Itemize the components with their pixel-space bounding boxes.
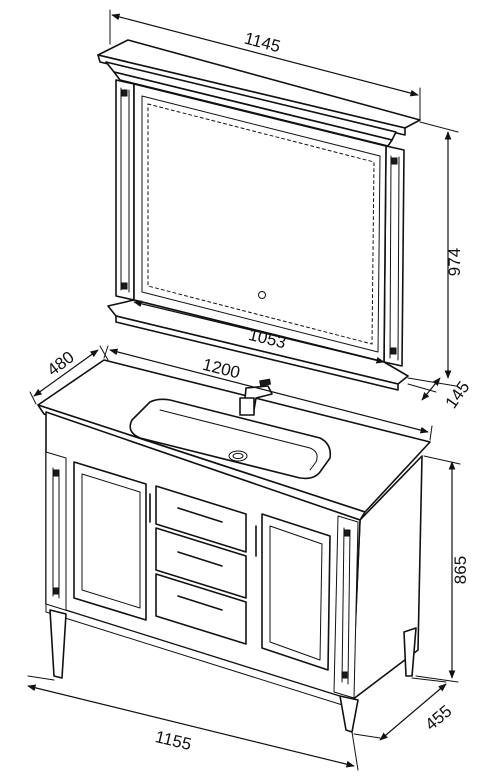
cabinet-width-label: 1155 — [153, 727, 193, 754]
mirror-depth-label: 145 — [442, 378, 474, 412]
dimension-mirror-height: 974 — [407, 121, 464, 387]
cabinet-height-label: 865 — [451, 556, 470, 584]
dimension-cabinet-height: 865 — [415, 455, 470, 683]
cabinet-depth-label: 455 — [421, 701, 455, 734]
dimension-mirror-depth: 145 — [407, 377, 474, 412]
top-width-label: 1200 — [201, 355, 242, 383]
top-depth-label: 480 — [44, 347, 78, 379]
mirror-height-label: 974 — [445, 248, 464, 276]
mirror-width-label: 1145 — [242, 29, 282, 57]
vanity-cabinet — [45, 411, 423, 733]
